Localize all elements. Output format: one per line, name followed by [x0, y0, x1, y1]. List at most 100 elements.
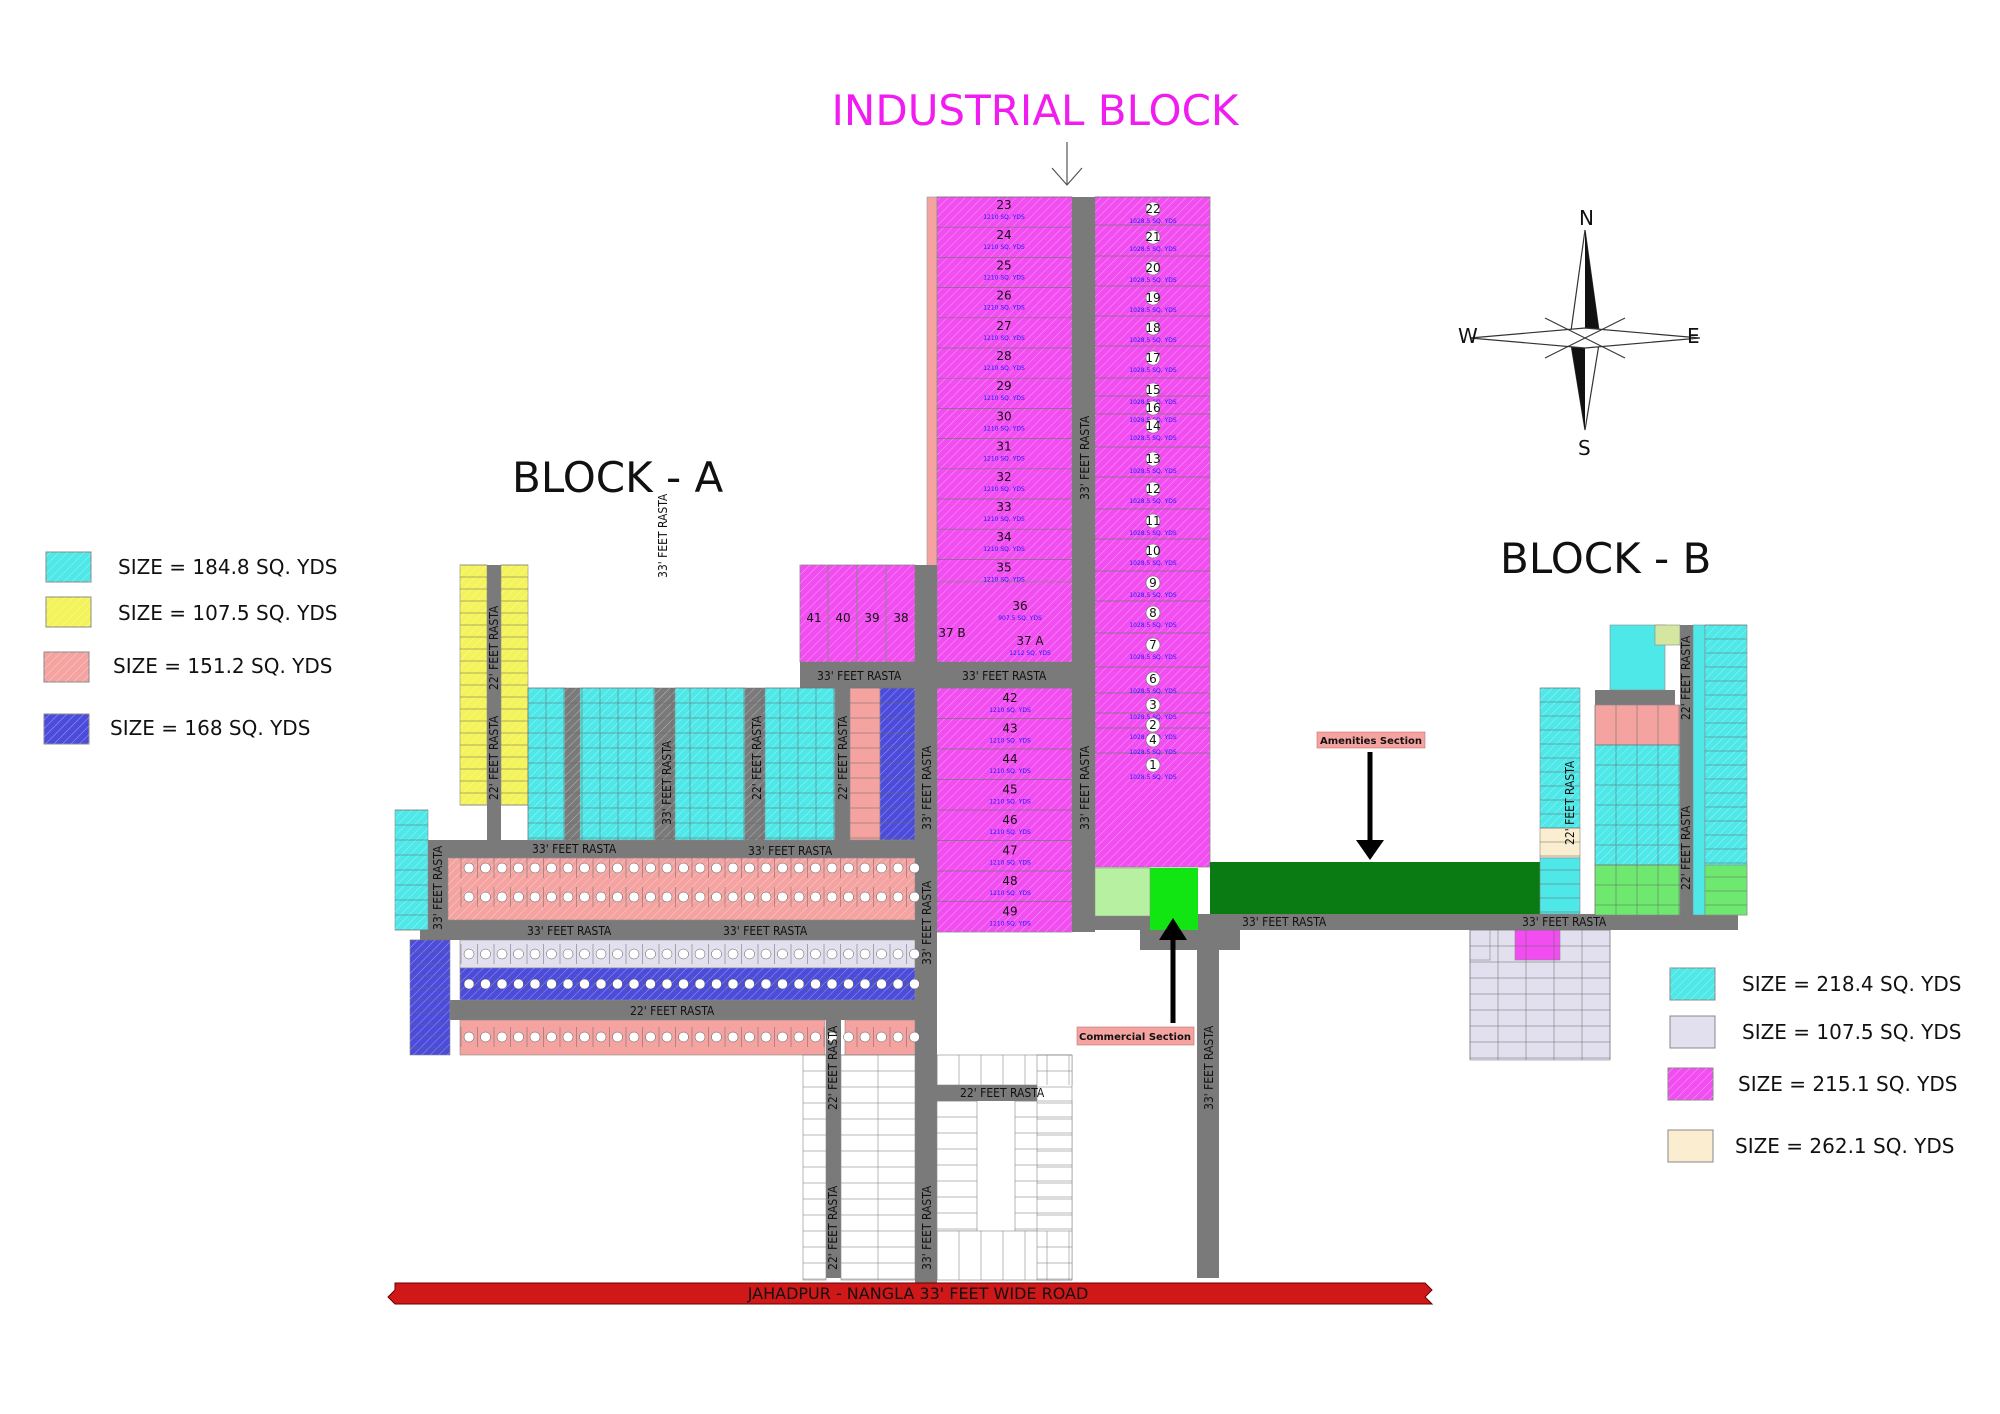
industrial-plot-number: 19 — [1145, 291, 1160, 305]
plot-marker — [876, 891, 887, 903]
rasta-label: 22' FEET RASTA — [1563, 760, 1577, 845]
plot-marker — [612, 862, 623, 874]
plot-marker — [678, 978, 689, 990]
road-labels: 33' FEET RASTA 33' FEET RASTA 33' FEET R… — [431, 415, 1693, 1270]
industrial-plot-number: 48 — [1002, 874, 1017, 888]
plot-marker — [859, 862, 871, 874]
plot-marker — [496, 948, 508, 960]
main-road: JAHADPUR - NANGLA 33' FEET WIDE ROAD — [387, 1282, 1434, 1305]
rasta-label: 33' FEET RASTA — [1242, 915, 1327, 929]
block-b-plots — [1469, 624, 1748, 1061]
industrial-plot-number: 4 — [1149, 733, 1157, 747]
rasta-label: 22' FEET RASTA — [1679, 805, 1693, 890]
plot-marker — [480, 1031, 491, 1043]
industrial-plot-number: 3 — [1149, 698, 1157, 712]
legend-left-label-1: SIZE = 184.8 SQ. YDS — [118, 555, 337, 579]
industrial-plot-size: 1210 SQ. YDS — [989, 799, 1031, 806]
industrial-plot-number: 26 — [996, 289, 1011, 303]
plot-marker — [496, 1031, 508, 1043]
plot-marker — [826, 1031, 838, 1043]
plot-marker — [480, 948, 491, 960]
plot-marker — [612, 891, 623, 903]
industrial-plot-size: 1028.5 SQ. YDS — [1129, 468, 1177, 475]
compass-n: N — [1579, 206, 1594, 230]
legend-right-label-4: SIZE = 262.1 SQ. YDS — [1735, 1134, 1954, 1158]
rasta-label: 22' FEET RASTA — [826, 1185, 840, 1270]
rasta-label: 33' FEET RASTA — [431, 845, 445, 930]
plot-marker — [810, 862, 821, 874]
industrial-plot-size: 1210 SQ. YDS — [983, 335, 1025, 342]
plot-marker — [579, 978, 590, 990]
legend-right-label-1: SIZE = 218.4 SQ. YDS — [1742, 972, 1961, 996]
rasta-label: 22' FEET RASTA — [826, 1025, 840, 1110]
industrial-plot-size: 1028.5 SQ. YDS — [1129, 714, 1177, 721]
industrial-plot-number: 47 — [1002, 844, 1017, 858]
plot-37a-size: 1212 SQ. YDS — [1009, 650, 1051, 657]
plot-marker — [1145, 320, 1161, 336]
plot-marker — [645, 1031, 656, 1043]
industrial-plot-number: 49 — [1002, 905, 1017, 919]
plot-marker — [727, 978, 739, 990]
block-a-plots — [394, 564, 920, 1056]
industrial-plot-size: 1028.5 SQ. YDS — [1129, 592, 1177, 599]
plot-marker — [892, 978, 904, 990]
industrial-plot-size: 1210 SQ. YDS — [983, 214, 1025, 221]
plot-marker — [628, 1031, 640, 1043]
industrial-plot-number: 35 — [996, 560, 1011, 574]
industrial-plot-number: 27 — [996, 319, 1011, 333]
block-b-label: BLOCK - B — [1500, 534, 1711, 583]
commercial-callout: Commercial Section — [1076, 918, 1195, 1046]
plot-marker — [843, 1031, 854, 1043]
title-arrow — [1051, 142, 1083, 186]
industrial-plot-number: 46 — [1002, 813, 1017, 827]
plot-marker — [810, 891, 821, 903]
plot-marker — [859, 891, 871, 903]
plot-marker — [628, 862, 640, 874]
industrial-plot-number: 8 — [1149, 606, 1157, 620]
plot-marker — [496, 891, 508, 903]
plot-marker — [744, 978, 755, 990]
plot-marker — [909, 891, 920, 903]
amenities-label: Amenities Section — [1320, 736, 1422, 747]
plot-marker — [579, 862, 590, 874]
plot-marker — [711, 862, 722, 874]
industrial-plot-size: 1210 SQ. YDS — [989, 707, 1031, 714]
rasta-label: 22' FEET RASTA — [750, 715, 764, 800]
plot-marker — [909, 1031, 920, 1043]
rasta-label: 22' FEET RASTA — [836, 715, 850, 800]
plot-marker — [546, 891, 557, 903]
plot-marker — [529, 891, 541, 903]
plot-marker — [843, 862, 854, 874]
industrial-plot-size: 1210 SQ. YDS — [983, 274, 1025, 281]
industrial-plot-number: 20 — [1145, 261, 1160, 275]
industrial-plot-number: 11 — [1145, 514, 1160, 528]
industrial-plot-number: 15 — [1145, 383, 1160, 397]
rasta-label: 33' FEET RASTA — [1078, 745, 1092, 830]
plot-marker — [562, 1031, 574, 1043]
legend-swatch-lavender — [1669, 1015, 1716, 1049]
industrial-block-title: INDUSTRIAL BLOCK — [832, 86, 1240, 135]
industrial-plot-number: 16 — [1145, 401, 1160, 415]
industrial-plot-number: 12 — [1145, 482, 1160, 496]
plot-marker — [480, 978, 491, 990]
industrial-plot-size: 1028.5 SQ. YDS — [1129, 654, 1177, 661]
plot-marker — [1145, 201, 1161, 217]
plot-marker — [694, 891, 706, 903]
rasta-label: 33' FEET RASTA — [920, 1185, 934, 1270]
plot-marker — [777, 978, 788, 990]
industrial-plot-size: 1210 SQ. YDS — [983, 425, 1025, 432]
small-plot-number: 41 — [806, 611, 821, 625]
plot-marker — [612, 1031, 623, 1043]
plot-marker — [694, 948, 706, 960]
industrial-plot-number: 34 — [996, 530, 1011, 544]
plot-marker — [529, 948, 541, 960]
plot-marker — [843, 948, 854, 960]
plot-marker — [1145, 543, 1161, 559]
industrial-plot-size: 1210 SQ. YDS — [983, 516, 1025, 523]
plot-marker — [810, 948, 821, 960]
plot-marker — [678, 891, 689, 903]
compass-s: S — [1578, 436, 1591, 460]
plot-marker — [463, 862, 475, 874]
industrial-plot-size: 1028.5 SQ. YDS — [1129, 246, 1177, 253]
